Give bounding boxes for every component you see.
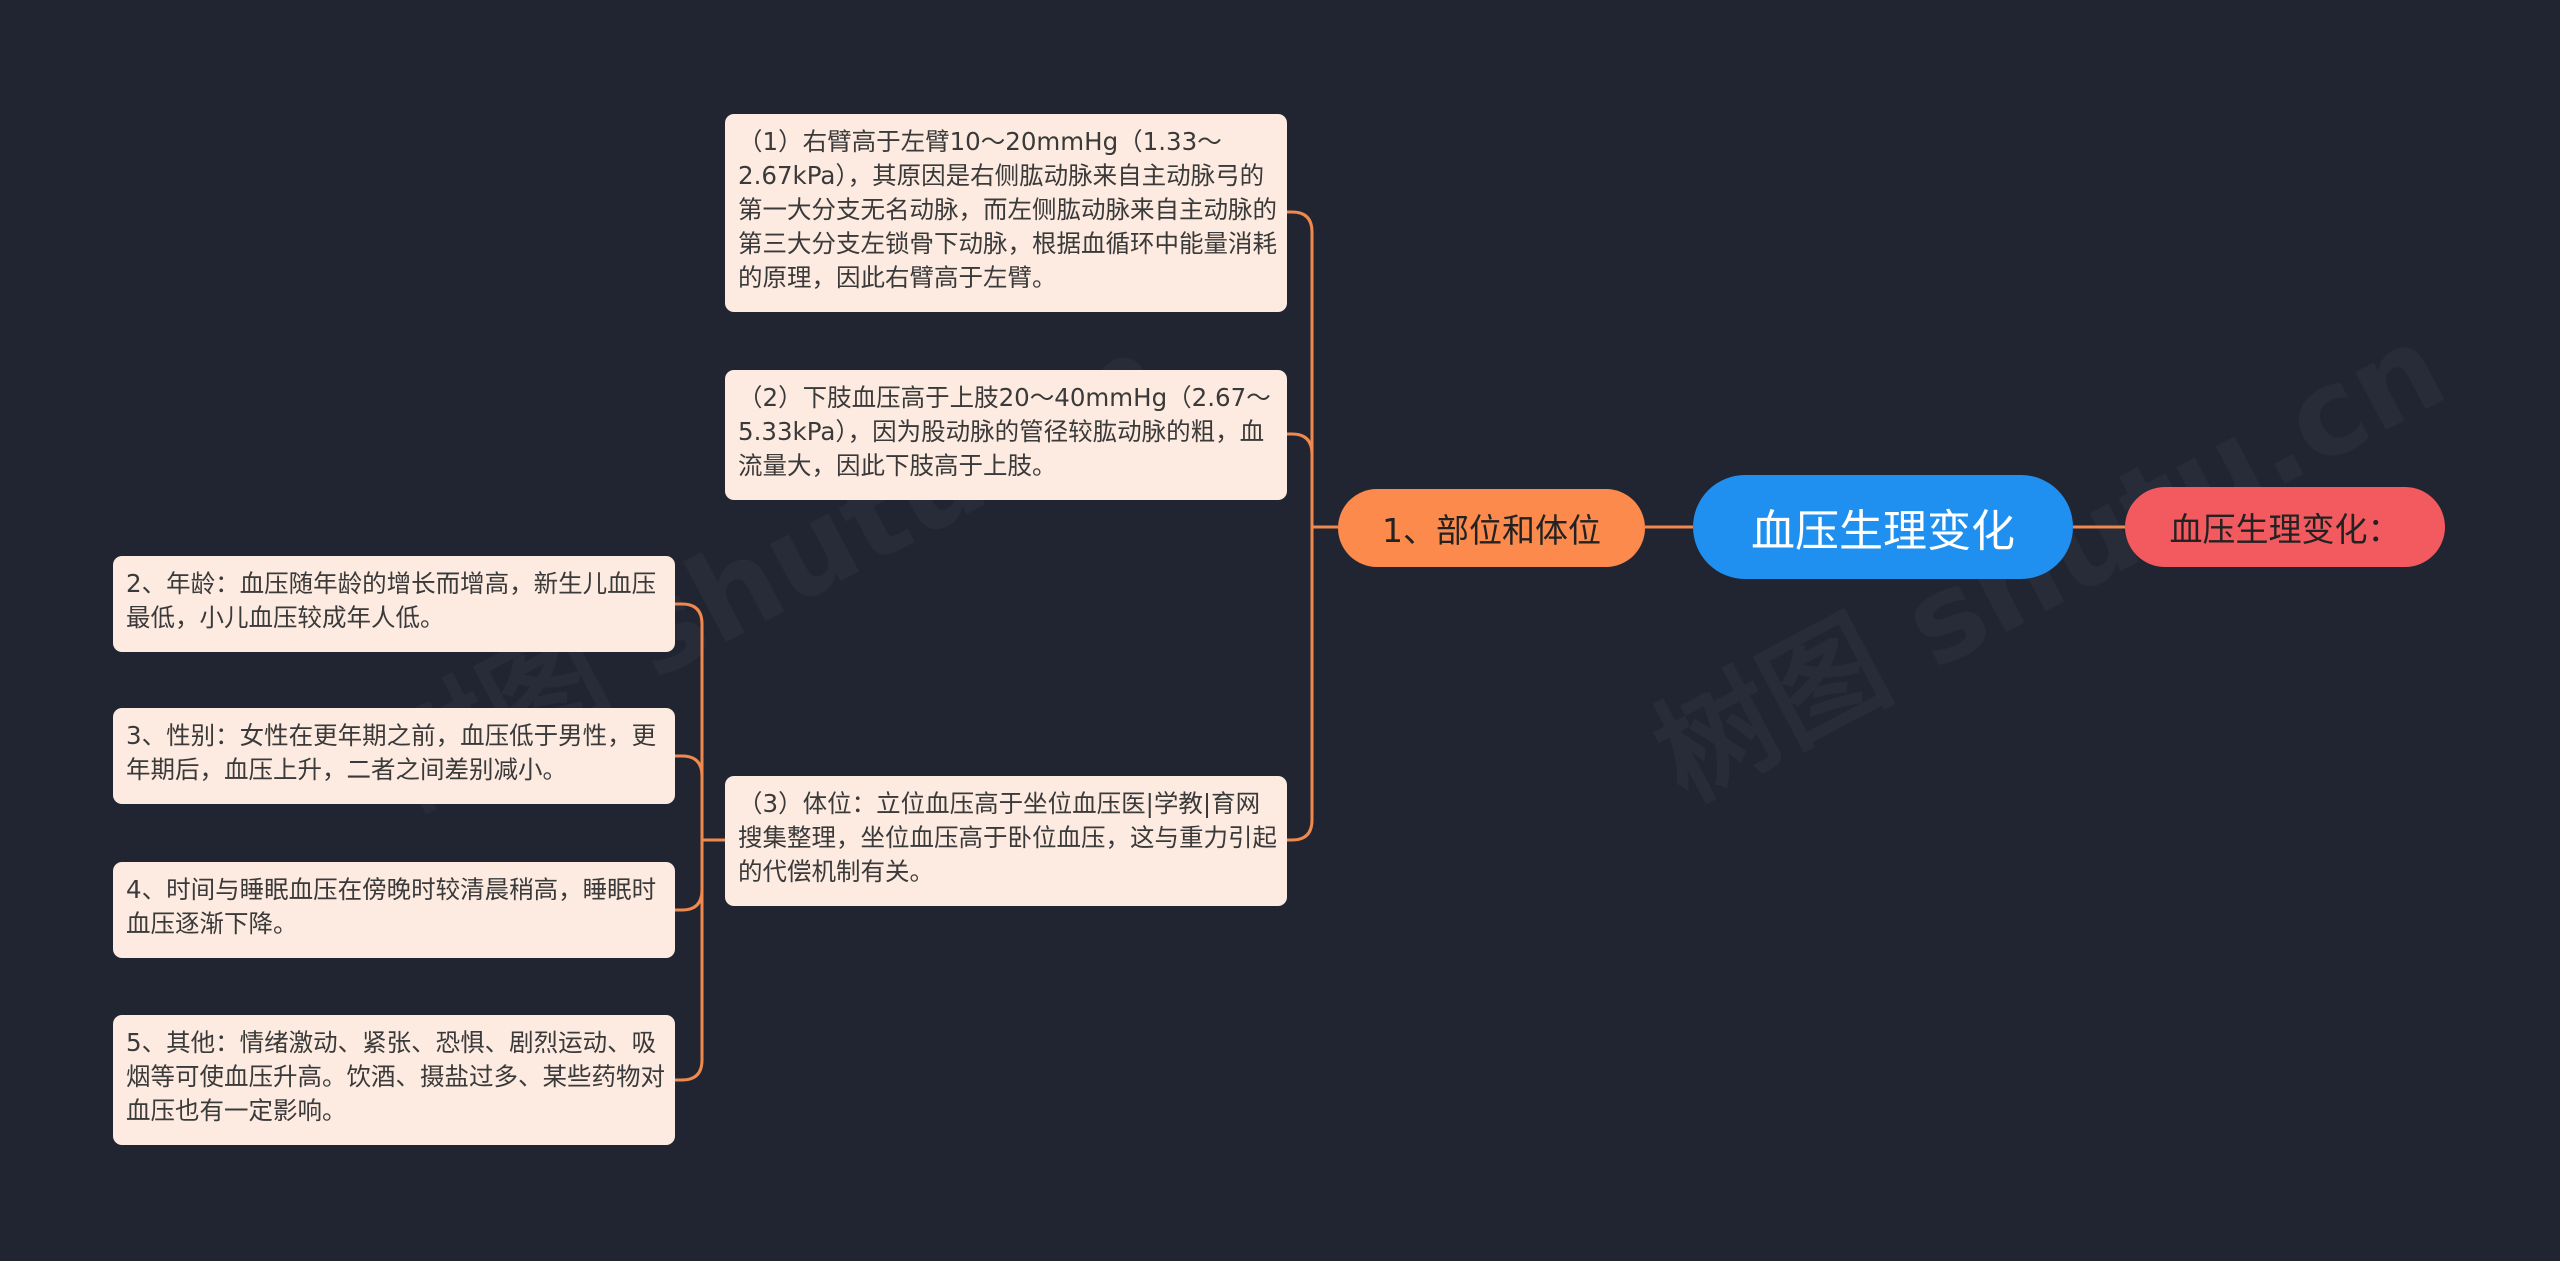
root-label[interactable]: 血压生理变化： (2125, 487, 2445, 567)
leaf-item-age[interactable]: 2、年龄：血压随年龄的增长而增高，新生儿血压最低，小儿血压较成年人低。 (113, 556, 675, 652)
connector-sub-2 (1287, 432, 1314, 527)
sub-item-limbs[interactable]: （2）下肢血压高于上肢20～40mmHg（2.67～5.33kPa），因为股动脉… (725, 370, 1287, 500)
leaf-item-time-sleep[interactable]: 4、时间与睡眠血压在傍晚时较清晨稍高，睡眠时血压逐渐下降。 (113, 862, 675, 958)
connector-sub-3 (1287, 527, 1314, 842)
central-topic[interactable]: 血压生理变化 (1693, 475, 2073, 579)
sub-item-arm[interactable]: （1）右臂高于左臂10～20mmHg（1.33～2.67kPa），其原因是右侧肱… (725, 114, 1287, 312)
connector-sub-1 (1287, 210, 1314, 527)
leaf-item-other[interactable]: 5、其他：情绪激动、紧张、恐惧、剧烈运动、吸烟等可使血压升高。饮酒、摄盐过多、某… (113, 1015, 675, 1145)
connector-leaf-1 (675, 602, 704, 840)
sub-item-posture[interactable]: （3）体位：立位血压高于坐位血压医|学教|育网搜集整理，坐位血压高于卧位血压，这… (725, 776, 1287, 906)
connector-leaf-4 (675, 840, 704, 1082)
connector-leaf-2 (675, 754, 704, 840)
leaf-item-gender[interactable]: 3、性别：女性在更年期之前，血压低于男性，更年期后，血压上升，二者之间差别减小。 (113, 708, 675, 804)
branch-position-posture[interactable]: 1、部位和体位 (1338, 489, 1645, 567)
connector-leaf-3 (675, 840, 704, 912)
